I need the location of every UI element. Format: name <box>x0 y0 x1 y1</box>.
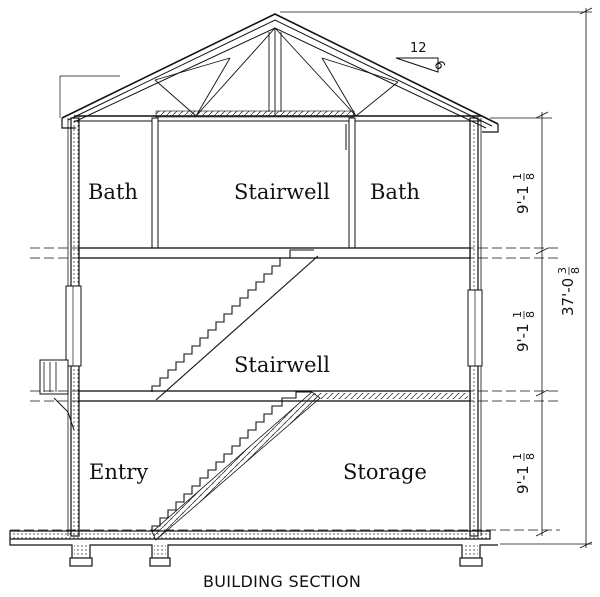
dimension-lower-den: 8 <box>524 453 537 460</box>
room-label-bath-right: Bath <box>370 180 420 204</box>
upper-stair <box>151 249 319 401</box>
dimension-overall: 37'-0 3 8 <box>556 267 582 316</box>
roof-pitch-symbol: 12 6 <box>410 41 447 73</box>
pitch-run: 12 <box>410 41 427 56</box>
room-label-stairwell-upper: Stairwell <box>234 180 330 204</box>
room-label-entry: Entry <box>89 460 148 484</box>
dimension-middle-feet: 9'-1 <box>514 323 532 352</box>
dimension-middle-floor: 9'-1 1 8 <box>511 311 537 352</box>
foundation <box>9 539 498 567</box>
dimension-overall-den: 8 <box>569 267 582 274</box>
dimension-lines <box>280 7 593 549</box>
dimension-overall-num: 3 <box>556 267 569 274</box>
dimension-middle-num: 1 <box>511 311 524 318</box>
dimension-upper-num: 1 <box>511 173 524 180</box>
dimension-middle-den: 8 <box>524 311 537 318</box>
dimension-upper-feet: 9'-1 <box>514 185 532 214</box>
room-labels: Bath Stairwell Bath Stairwell Entry Stor… <box>88 180 427 484</box>
dimension-lower-floor: 9'-1 1 8 <box>511 453 537 494</box>
drawing-caption: BUILDING SECTION <box>203 572 361 591</box>
exterior-walls <box>39 117 483 537</box>
roof <box>59 13 499 133</box>
dimension-lower-num: 1 <box>511 453 524 460</box>
room-label-bath-left: Bath <box>88 180 138 204</box>
room-label-stairwell-middle: Stairwell <box>234 353 330 377</box>
dimension-overall-feet: 37'-0 <box>559 278 577 316</box>
floor-systems <box>9 247 560 540</box>
dimension-upper-floor: 9'-1 1 8 <box>511 173 537 214</box>
dimension-upper-den: 8 <box>524 173 537 180</box>
lower-stair <box>151 391 321 541</box>
dimension-lower-feet: 9'-1 <box>514 465 532 494</box>
room-label-storage: Storage <box>343 460 427 484</box>
